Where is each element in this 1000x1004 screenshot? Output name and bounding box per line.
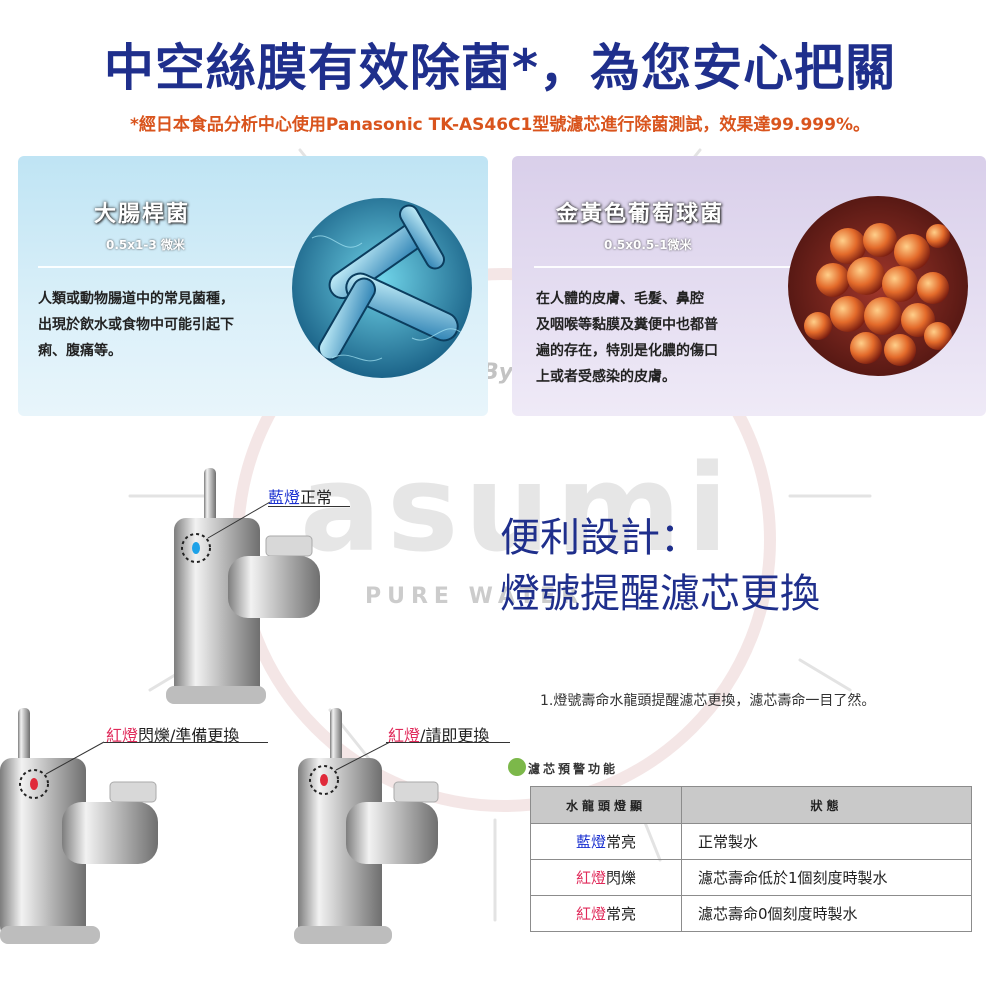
- light-cell: 紅燈閃爍: [530, 859, 682, 896]
- headline: 中空絲膜有效除菌*，為您安心把關: [103, 39, 897, 97]
- callout-blue-normal: 藍燈正常: [268, 488, 333, 507]
- faucet-icon: [294, 708, 439, 944]
- leaf-icon: [508, 758, 526, 776]
- coccus-cluster-icon: [788, 196, 968, 376]
- card-size: 0.5x0.5-1微米: [604, 238, 692, 252]
- feature-note: 1.燈號壽命水龍頭提醒濾芯更換，濾芯壽命一目了然。: [540, 693, 876, 709]
- status-cell: 濾芯壽命低於1個刻度時製水: [681, 859, 972, 896]
- callout-underline: [386, 742, 510, 743]
- test-footnote: *經日本食品分析中心使用Panasonic TK-AS46C1型號濾芯進行除菌測…: [129, 115, 870, 135]
- callout-red-steady: 紅燈/請即更換: [388, 726, 490, 745]
- table-header-row: 水龍頭燈顯 狀態: [530, 786, 972, 824]
- table-row: 紅燈閃爍 濾芯壽命低於1個刻度時製水: [530, 859, 972, 896]
- watermark-subtitle: PURE WATER: [365, 584, 585, 609]
- callout-red-blinking: 紅燈閃爍/準備更換: [106, 726, 240, 745]
- light-cell: 紅燈常亮: [530, 895, 682, 932]
- callout-underline: [268, 506, 350, 507]
- column-header: 水龍頭燈顯: [530, 786, 682, 824]
- card-description: 人類或動物腸道中的常見菌種， 出現於飲水或食物中可能引起下 痢、腹痛等。: [38, 291, 234, 359]
- table-title: 濾芯預警功能: [528, 762, 619, 776]
- card-title: 大腸桿菌: [94, 202, 191, 227]
- status-cell: 正常製水: [681, 823, 972, 860]
- status-cell: 濾芯壽命0個刻度時製水: [681, 895, 972, 932]
- card-description: 在人體的皮膚、毛髮、鼻腔 及咽喉等黏膜及糞便中也都普 遍的存在，特別是化膿的傷口…: [536, 291, 718, 385]
- design-heading: 便利設計： 燈號提醒濾芯更換: [500, 515, 820, 617]
- faucet-red-blinking: [0, 704, 200, 954]
- card-title: 金黃色葡萄球菌: [556, 202, 725, 227]
- card-size: 0.5x1-3 微米: [106, 238, 185, 252]
- card-divider: [38, 266, 308, 268]
- filter-status-table: 水龍頭燈顯 狀態 藍燈常亮 正常製水 紅燈閃爍 濾芯壽命低於1個刻度時製水 紅燈…: [530, 786, 972, 932]
- faucet-red-steady: [290, 704, 490, 954]
- ecoli-card: 大腸桿菌 0.5x1-3 微米 人類或動物腸道中的常見菌種， 出現於飲水或食物中…: [18, 156, 488, 416]
- column-header: 狀態: [681, 786, 972, 824]
- bacillus-icon: [292, 198, 472, 378]
- table-row: 紅燈常亮 濾芯壽命0個刻度時製水: [530, 895, 972, 932]
- light-cell: 藍燈常亮: [530, 823, 682, 860]
- faucet-blue-light: [160, 464, 360, 714]
- staphylococcus-card: 金黃色葡萄球菌 0.5x0.5-1微米 在人體的皮膚、毛髮、鼻腔 及咽喉等黏膜及…: [512, 156, 986, 416]
- callout-underline: [104, 742, 268, 743]
- faucet-icon: [0, 708, 158, 944]
- table-row: 藍燈常亮 正常製水: [530, 823, 972, 860]
- watermark-logo: asumi: [300, 440, 735, 579]
- staph-image: [788, 196, 968, 376]
- faucet-icon: [166, 468, 320, 704]
- card-divider: [534, 266, 794, 268]
- ecoli-image: [292, 198, 472, 378]
